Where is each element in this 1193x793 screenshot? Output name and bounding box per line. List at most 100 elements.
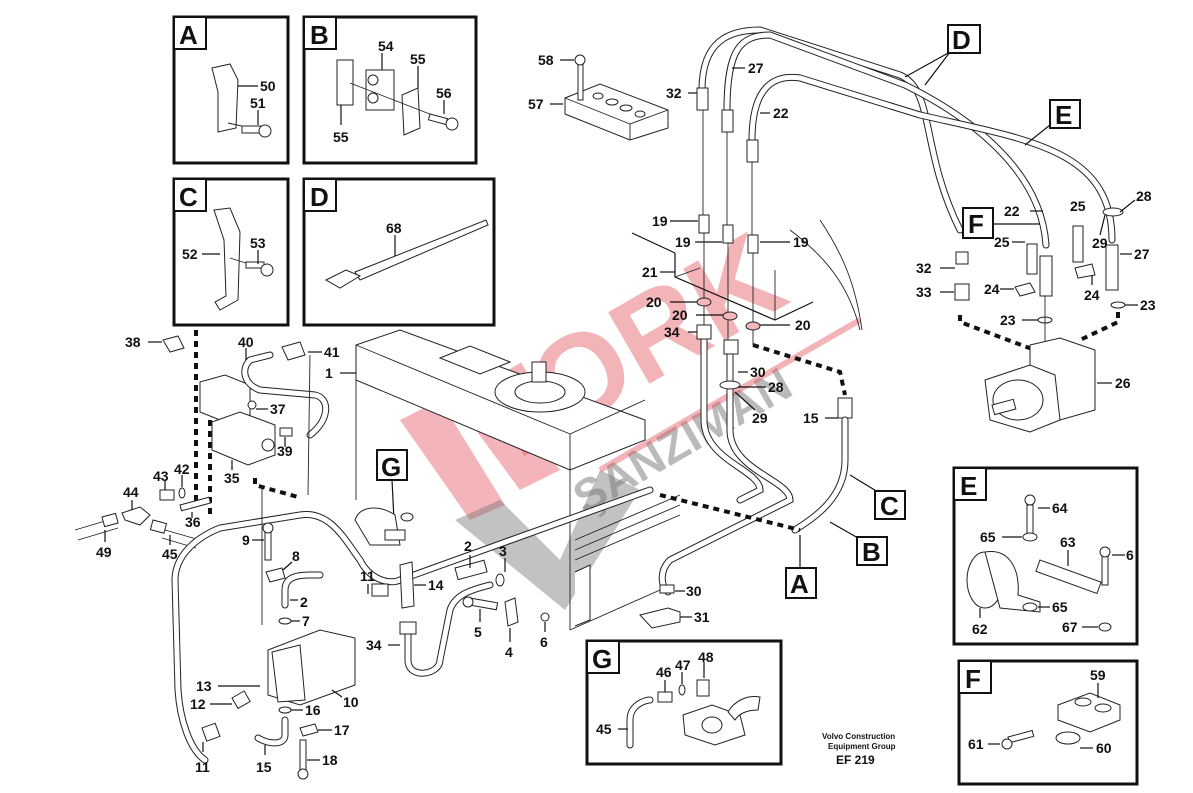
adapter-33 [954, 283, 970, 301]
label-52: 52 [182, 246, 198, 262]
callout-g-letter: G [381, 452, 401, 482]
callout-c-letter: C [880, 491, 899, 521]
bolt-25-left [1026, 243, 1038, 275]
label-30-top: 30 [750, 364, 766, 380]
bolt-66 [1101, 554, 1109, 586]
seal-3 [495, 573, 505, 587]
label-63: 63 [1060, 534, 1076, 550]
hose-2 [454, 559, 488, 581]
label-38: 38 [125, 334, 141, 350]
valve-block-35: 35 38 40 41 37 39 42 43 36 44 49 [74, 330, 340, 562]
label-32-right: 32 [916, 260, 932, 276]
label-16: 16 [305, 702, 321, 718]
label-23-left: 23 [1000, 312, 1016, 328]
label-25-left: 25 [994, 234, 1010, 250]
label-9: 9 [242, 532, 250, 548]
label-65-bottom: 65 [1052, 599, 1068, 615]
motor-assembly: 32 33 22 27 28 29 25 25 24 24 23 23 [916, 188, 1156, 433]
label-57: 57 [528, 96, 544, 112]
clamp-17 [299, 723, 319, 737]
clamp-4 [504, 597, 519, 627]
adapter-46 [657, 691, 673, 703]
panel-g-letter: G [592, 644, 612, 674]
panel-d-letter: D [310, 182, 329, 212]
label-58: 58 [538, 52, 554, 68]
clamp-8 [265, 567, 286, 583]
label-33: 33 [916, 284, 932, 300]
callout-d: D [904, 24, 981, 86]
label-24-right: 24 [1084, 287, 1100, 303]
label-48: 48 [698, 649, 714, 665]
detail-panel-f: F 59 60 61 [957, 659, 1139, 786]
callout-c: C [849, 474, 906, 521]
label-32-top: 32 [666, 85, 682, 101]
label-17: 17 [334, 722, 350, 738]
hose-end-22 [1039, 255, 1053, 297]
label-60: 60 [1096, 740, 1112, 756]
label-51: 51 [250, 95, 266, 111]
panel-c-letter: C [179, 182, 198, 212]
label-36: 36 [185, 514, 201, 530]
seal-42 [178, 487, 186, 499]
nut-6 [540, 612, 550, 622]
label-59: 59 [1090, 667, 1106, 683]
bracket-52 [213, 207, 241, 311]
label-42: 42 [174, 461, 190, 477]
label-23-right: 23 [1140, 297, 1156, 313]
label-8: 8 [292, 548, 300, 564]
detail-panel-b: B 54 55 56 55 [302, 15, 478, 165]
label-29-mid: 29 [752, 410, 768, 426]
adapter-39 [279, 427, 293, 437]
tee-14 [399, 561, 415, 609]
label-41: 41 [324, 344, 340, 360]
label-10: 10 [343, 694, 359, 710]
label-35: 35 [224, 470, 240, 486]
label-24-left: 24 [984, 281, 1000, 297]
oring-7 [278, 617, 292, 625]
label-64: 64 [1052, 500, 1068, 516]
clamp-block-59 [1057, 692, 1121, 733]
bolt-64 [1026, 504, 1034, 536]
callout-b: B [829, 521, 888, 567]
label-28-mid: 28 [768, 379, 784, 395]
detail-panel-e: E 62 64 65 63 6 65 67 [952, 466, 1139, 646]
label-46: 46 [656, 664, 672, 680]
upper-hoses: 32 27 22 [666, 26, 1116, 249]
label-20b: 20 [672, 307, 688, 323]
nipple-48 [696, 679, 710, 697]
label-53: 53 [250, 235, 266, 251]
label-20c: 20 [795, 317, 811, 333]
label-22-top: 22 [773, 105, 789, 121]
label-49: 49 [96, 544, 112, 560]
tee-31 [639, 607, 681, 629]
pump-assembly: 9 8 2 7 10 13 12 11 16 15 17 18 [171, 485, 654, 780]
label-25-right: 25 [1070, 198, 1086, 214]
label-29-right: 29 [1092, 235, 1108, 251]
panel-b-letter: B [310, 20, 329, 50]
callout-a: A [785, 535, 817, 599]
label-12: 12 [190, 696, 206, 712]
bolt-36 [179, 496, 212, 512]
bolt-56 [445, 117, 459, 131]
footer-credit: Volvo Construction Equipment Group EF 21… [822, 732, 896, 767]
cap-g [400, 512, 414, 522]
label-26: 26 [1115, 375, 1131, 391]
label-37: 37 [270, 401, 286, 417]
callout-e: E [1024, 99, 1081, 146]
clamp-24-right [1074, 263, 1096, 279]
hose-end-27 [1105, 244, 1119, 291]
detail-panel-c: C 52 53 [172, 177, 290, 327]
callout-e-letter: E [1055, 100, 1072, 130]
label-7: 7 [302, 613, 310, 629]
fitting-38 [162, 335, 185, 353]
label-34-top: 34 [664, 324, 680, 340]
block-57: 57 58 [528, 52, 669, 141]
label-68: 68 [386, 220, 402, 236]
panel-e-letter: E [960, 471, 977, 501]
label-19c: 19 [793, 234, 809, 250]
label-27-top: 27 [748, 60, 764, 76]
footer-company-line1: Volvo Construction [822, 732, 895, 741]
label-43: 43 [153, 468, 169, 484]
callout-d-letter: D [952, 25, 971, 55]
